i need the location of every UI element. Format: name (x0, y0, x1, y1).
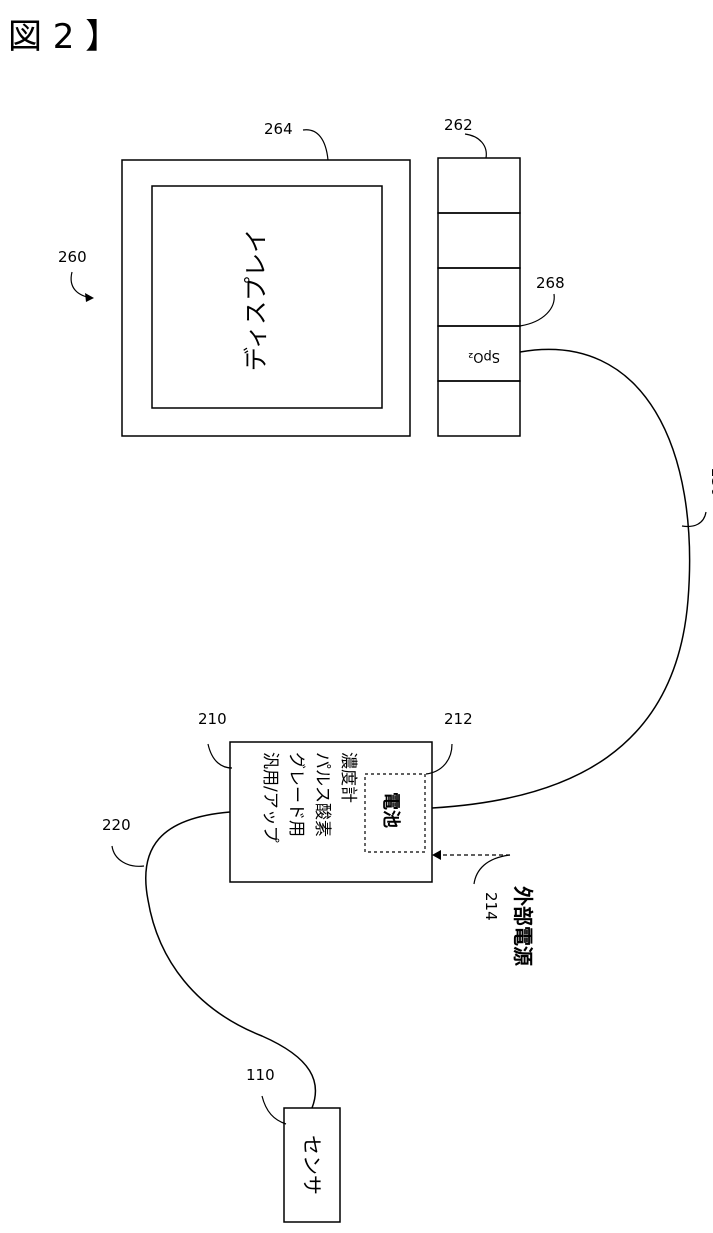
spo2-label: SpO₂ (468, 349, 500, 364)
panel-button-1 (438, 158, 520, 213)
leader-214 (474, 855, 510, 884)
oximeter-line-2: グレード用 (286, 752, 306, 837)
ref-264: 264 (264, 120, 293, 138)
oximeter-line-1: 汎用/アップ (260, 752, 280, 843)
ref-220: 220 (102, 816, 131, 834)
ref-210: 210 (198, 710, 227, 728)
ref-262: 262 (444, 116, 473, 134)
leader-268 (520, 294, 554, 326)
sensor-label: センサ (300, 1135, 324, 1195)
display-label: ディスプレイ (242, 229, 270, 371)
leader-212 (426, 744, 452, 774)
leader-210 (208, 744, 232, 768)
panel-button-2 (438, 213, 520, 268)
ref-260: 260 (58, 248, 87, 266)
external-power-label: 外部電源 (511, 886, 535, 966)
sensor: センサ (284, 1108, 340, 1222)
leader-110 (262, 1096, 286, 1124)
button-panel: SpO₂ (438, 158, 520, 436)
panel-button-3 (438, 268, 520, 326)
figure-title: 図 2 】 (8, 17, 119, 57)
ref-110: 110 (246, 1066, 275, 1084)
oximeter-line-4: 濃度計 (338, 752, 358, 803)
display-unit: ディスプレイ (122, 160, 410, 436)
leader-220 (112, 846, 144, 866)
panel-button-5 (438, 381, 520, 436)
arrowhead-260 (85, 293, 94, 302)
ref-214: 214 (482, 892, 500, 921)
leader-260 (71, 272, 92, 298)
pulse-oximeter: 汎用/アップ グレード用 パルス酸素 濃度計 電池 (230, 742, 432, 882)
leader-264 (303, 130, 328, 160)
ref-212: 212 (444, 710, 473, 728)
leader-230 (682, 512, 706, 526)
external-power-arrowhead (432, 850, 441, 860)
leader-262 (465, 134, 486, 158)
cable-230 (432, 349, 690, 808)
battery-label: 電池 (380, 792, 402, 828)
oximeter-line-3: パルス酸素 (312, 752, 332, 837)
ref-230: 230 (708, 468, 713, 497)
ref-268: 268 (536, 274, 565, 292)
